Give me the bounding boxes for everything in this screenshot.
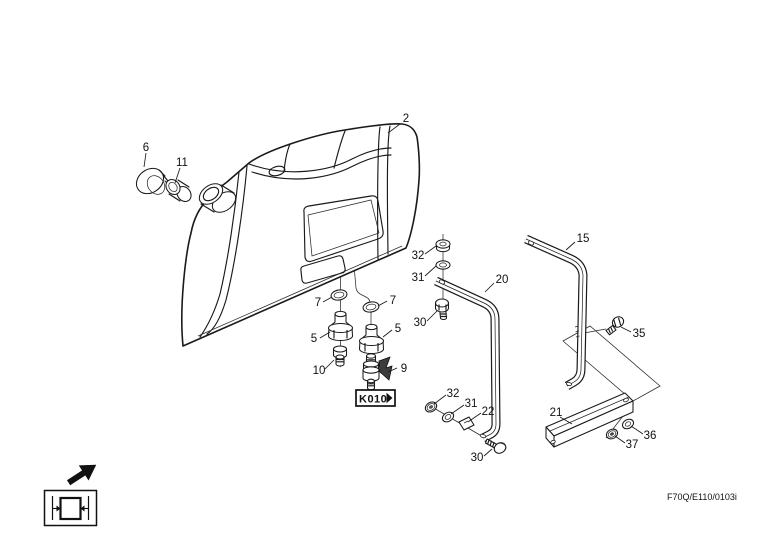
fuel-cock-9: [362, 353, 393, 391]
callout-20: 20: [496, 274, 509, 286]
callout-21: 21: [550, 407, 563, 419]
callout-2: 2: [403, 113, 409, 125]
washer-31-lower: [441, 411, 455, 423]
filler-neck: [198, 183, 237, 213]
callout-10: 10: [313, 365, 326, 377]
orientation-box-icon: [43, 489, 98, 527]
fitting-10: [332, 345, 348, 367]
mounting-strap-15: [524, 234, 588, 390]
callout-30-upper: 30: [414, 317, 427, 329]
callout-5-right: 5: [395, 323, 401, 335]
fuel-sender-5-left: [327, 310, 354, 342]
bolt-30-upper: [434, 298, 450, 320]
washer-36: [621, 418, 635, 430]
o-ring-7-left: [330, 289, 348, 301]
fuel-sender-5-right: [358, 323, 385, 355]
washer-31-upper: [435, 260, 451, 270]
filler-cap-6: [135, 167, 171, 195]
bolt-30-lower: [484, 438, 507, 454]
k010-reference[interactable]: K010: [355, 389, 396, 407]
nut-32-lower: [424, 401, 438, 413]
mounting-bar-21: [545, 392, 634, 448]
filler-bushing-11: [165, 178, 192, 203]
k010-reference-label: K010: [359, 394, 387, 406]
callout-37: 37: [626, 439, 639, 451]
leader-lines: [143, 123, 644, 457]
callout-22: 22: [482, 406, 495, 418]
callout-9: 9: [401, 363, 407, 375]
mounting-strap-20: [434, 276, 501, 443]
callout-36: 36: [644, 430, 657, 442]
callout-7-left: 7: [315, 297, 321, 309]
callout-30-lower: 30: [471, 452, 484, 464]
callout-31-lower: 31: [465, 398, 478, 410]
k010-right-triangle-icon: [386, 392, 393, 404]
callout-11: 11: [176, 157, 188, 169]
callout-15: 15: [577, 233, 590, 245]
callout-6: 6: [143, 142, 149, 154]
callout-31-upper: 31: [412, 272, 425, 284]
callout-35: 35: [633, 328, 646, 340]
fuel-tank-body: [181, 123, 421, 347]
page-code: F70Q/E110/0103i: [667, 492, 737, 502]
callout-labels: 2 6 11 7 7 5 5 10 9 32 31 30 20 15 35 32…: [143, 113, 657, 464]
direction-arrow-icon: [66, 464, 97, 486]
nut-32-upper: [435, 239, 451, 253]
callout-32-lower: 32: [447, 388, 460, 400]
callout-5-left: 5: [311, 333, 317, 345]
bolt-35: [605, 316, 625, 336]
nut-37: [605, 428, 619, 440]
callout-7-right: 7: [390, 295, 396, 307]
callout-32-upper: 32: [412, 250, 425, 262]
o-ring-7-right: [362, 301, 380, 313]
